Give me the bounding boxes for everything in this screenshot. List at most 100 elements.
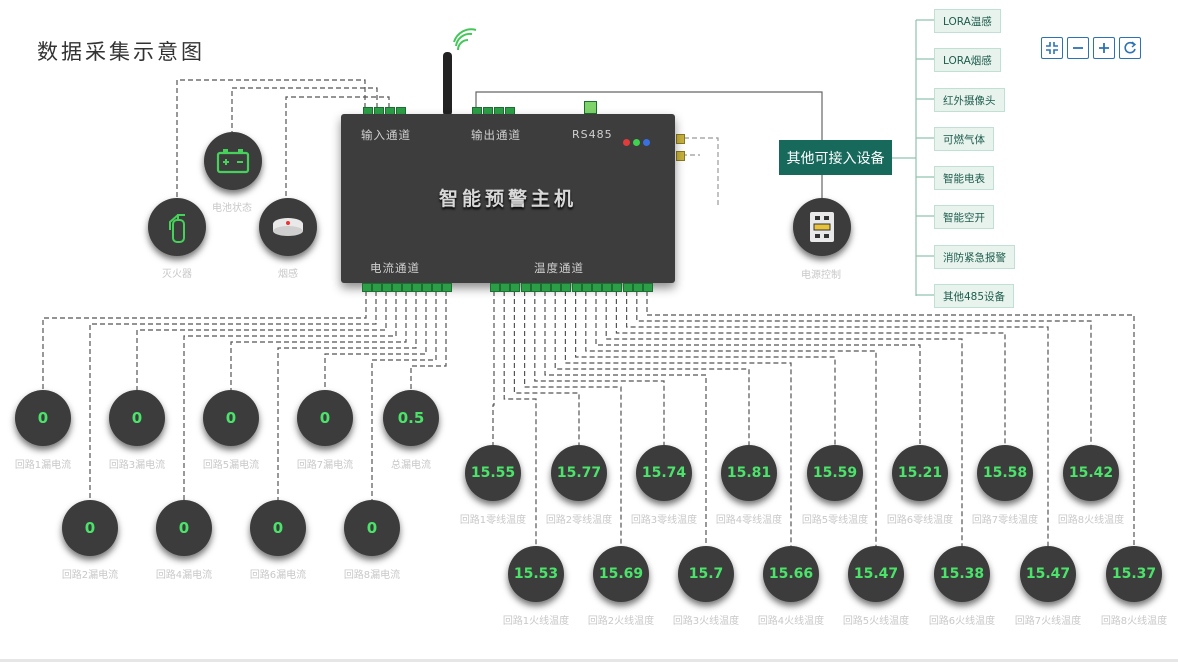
reading-value-node[interactable]: 15.47 — [1020, 546, 1076, 602]
reading-label: 回路2火线温度 — [587, 616, 655, 627]
extinguisher-icon — [169, 214, 185, 243]
device-smart-switch[interactable]: 智能空开 — [934, 205, 994, 229]
device-fire-alarm[interactable]: 消防紧急报警 — [934, 245, 1015, 269]
reading-value-node[interactable]: 15.66 — [763, 546, 819, 602]
battery-sensor[interactable] — [204, 132, 262, 190]
reading-label: 回路1火线温度 — [502, 616, 570, 627]
reading-value-node[interactable]: 15.69 — [593, 546, 649, 602]
channel-terminal — [581, 283, 592, 292]
device-ir-camera[interactable]: 红外摄像头 — [934, 88, 1005, 112]
reading-value-node[interactable]: 0 — [203, 390, 259, 446]
wire — [410, 291, 447, 390]
wire — [136, 291, 387, 390]
power-control-device[interactable] — [793, 198, 851, 256]
channel-terminal — [432, 283, 442, 292]
reading-value-node[interactable]: 15.55 — [465, 445, 521, 501]
reading-value-node[interactable]: 15.7 — [678, 546, 734, 602]
led-red — [623, 139, 630, 146]
device-other-485[interactable]: 其他485设备 — [934, 284, 1015, 308]
reading-value-node[interactable]: 15.47 — [848, 546, 904, 602]
reading-value-node[interactable]: 0 — [250, 500, 306, 556]
extinguisher-sensor[interactable] — [148, 198, 206, 256]
zoom-out-button[interactable] — [1067, 37, 1089, 59]
refresh-button[interactable] — [1119, 37, 1141, 59]
channel-terminal — [530, 283, 541, 292]
reading-label: 回路7零线温度 — [971, 515, 1039, 526]
fit-icon — [1046, 42, 1058, 54]
reading-value-node[interactable]: 15.58 — [977, 445, 1033, 501]
wifi-signal-icon — [453, 28, 477, 51]
channel-terminal — [442, 283, 452, 292]
reading-value-node[interactable]: 0 — [297, 390, 353, 446]
reading-value-node[interactable]: 15.81 — [721, 445, 777, 501]
channel-terminal — [422, 283, 432, 292]
other-devices-node[interactable]: 其他可接入设备 — [779, 140, 892, 175]
input-channel-label: 输入通道 — [361, 128, 411, 142]
wire — [176, 79, 366, 198]
wire — [676, 137, 719, 206]
reading-value-node[interactable]: 15.59 — [807, 445, 863, 501]
wire — [646, 291, 1135, 546]
device-lora-temp[interactable]: LORA温感 — [934, 9, 1001, 33]
fit-screen-button[interactable] — [1041, 37, 1063, 59]
reading-value-node[interactable]: 0 — [344, 500, 400, 556]
page-title: 数据采集示意图 — [37, 40, 205, 64]
reading-label: 回路2漏电流 — [61, 570, 119, 581]
reading-value-node[interactable]: 0.5 — [383, 390, 439, 446]
reading-value-node[interactable]: 15.42 — [1063, 445, 1119, 501]
wire — [324, 291, 427, 390]
reading-label: 回路1漏电流 — [14, 460, 72, 471]
reading-value-node[interactable]: 15.37 — [1106, 546, 1162, 602]
side-port — [676, 151, 685, 161]
reading-value-node[interactable]: 15.21 — [892, 445, 948, 501]
reading-value-node[interactable]: 15.77 — [551, 445, 607, 501]
reading-value-node[interactable]: 15.38 — [934, 546, 990, 602]
device-smart-meter[interactable]: 智能电表 — [934, 166, 994, 190]
device-gas-sensor[interactable]: 可燃气体 — [934, 127, 994, 151]
channel-terminal — [362, 283, 372, 292]
wire — [277, 291, 417, 500]
smoke-sensor-label: 烟感 — [278, 269, 298, 280]
wire — [503, 291, 537, 546]
zoom-in-button[interactable] — [1093, 37, 1115, 59]
smoke-detector-icon — [273, 218, 303, 236]
channel-terminal — [372, 283, 382, 292]
channel-terminal — [520, 283, 531, 292]
wire — [534, 291, 665, 445]
wire — [544, 291, 707, 546]
reading-value-node[interactable]: 0 — [109, 390, 165, 446]
side-port — [676, 134, 685, 144]
channel-terminal — [392, 283, 402, 292]
reading-value-node[interactable]: 0 — [15, 390, 71, 446]
wire — [89, 291, 377, 500]
reading-label: 回路5零线温度 — [801, 515, 869, 526]
channel-terminal — [510, 283, 521, 292]
reading-value-node[interactable]: 15.53 — [508, 546, 564, 602]
wire — [585, 291, 877, 546]
reading-value-node[interactable]: 0 — [62, 500, 118, 556]
channel-terminal — [382, 283, 392, 292]
plus-icon — [1099, 43, 1109, 53]
reading-label: 回路4火线温度 — [757, 616, 825, 627]
wire — [625, 291, 1049, 546]
reading-label: 回路4零线温度 — [715, 515, 783, 526]
wire — [513, 291, 580, 445]
channel-terminal — [490, 283, 500, 292]
output-channel-label: 输出通道 — [471, 128, 521, 142]
reading-value-node[interactable]: 15.74 — [636, 445, 692, 501]
wire — [371, 291, 437, 500]
wire — [636, 291, 1092, 445]
rs485-label: RS485 — [572, 128, 613, 141]
channel-terminal — [551, 283, 562, 292]
reading-label: 回路3漏电流 — [108, 460, 166, 471]
current-channel-label: 电流通道 — [370, 261, 420, 275]
reading-label: 回路7漏电流 — [296, 460, 354, 471]
device-lora-smoke[interactable]: LORA烟感 — [934, 48, 1001, 72]
channel-terminal — [402, 283, 412, 292]
reading-label: 回路2零线温度 — [545, 515, 613, 526]
reading-value-node[interactable]: 0 — [156, 500, 212, 556]
channel-terminal — [632, 283, 643, 292]
wire — [230, 291, 407, 390]
smoke-sensor[interactable] — [259, 198, 317, 256]
wire — [574, 291, 836, 445]
